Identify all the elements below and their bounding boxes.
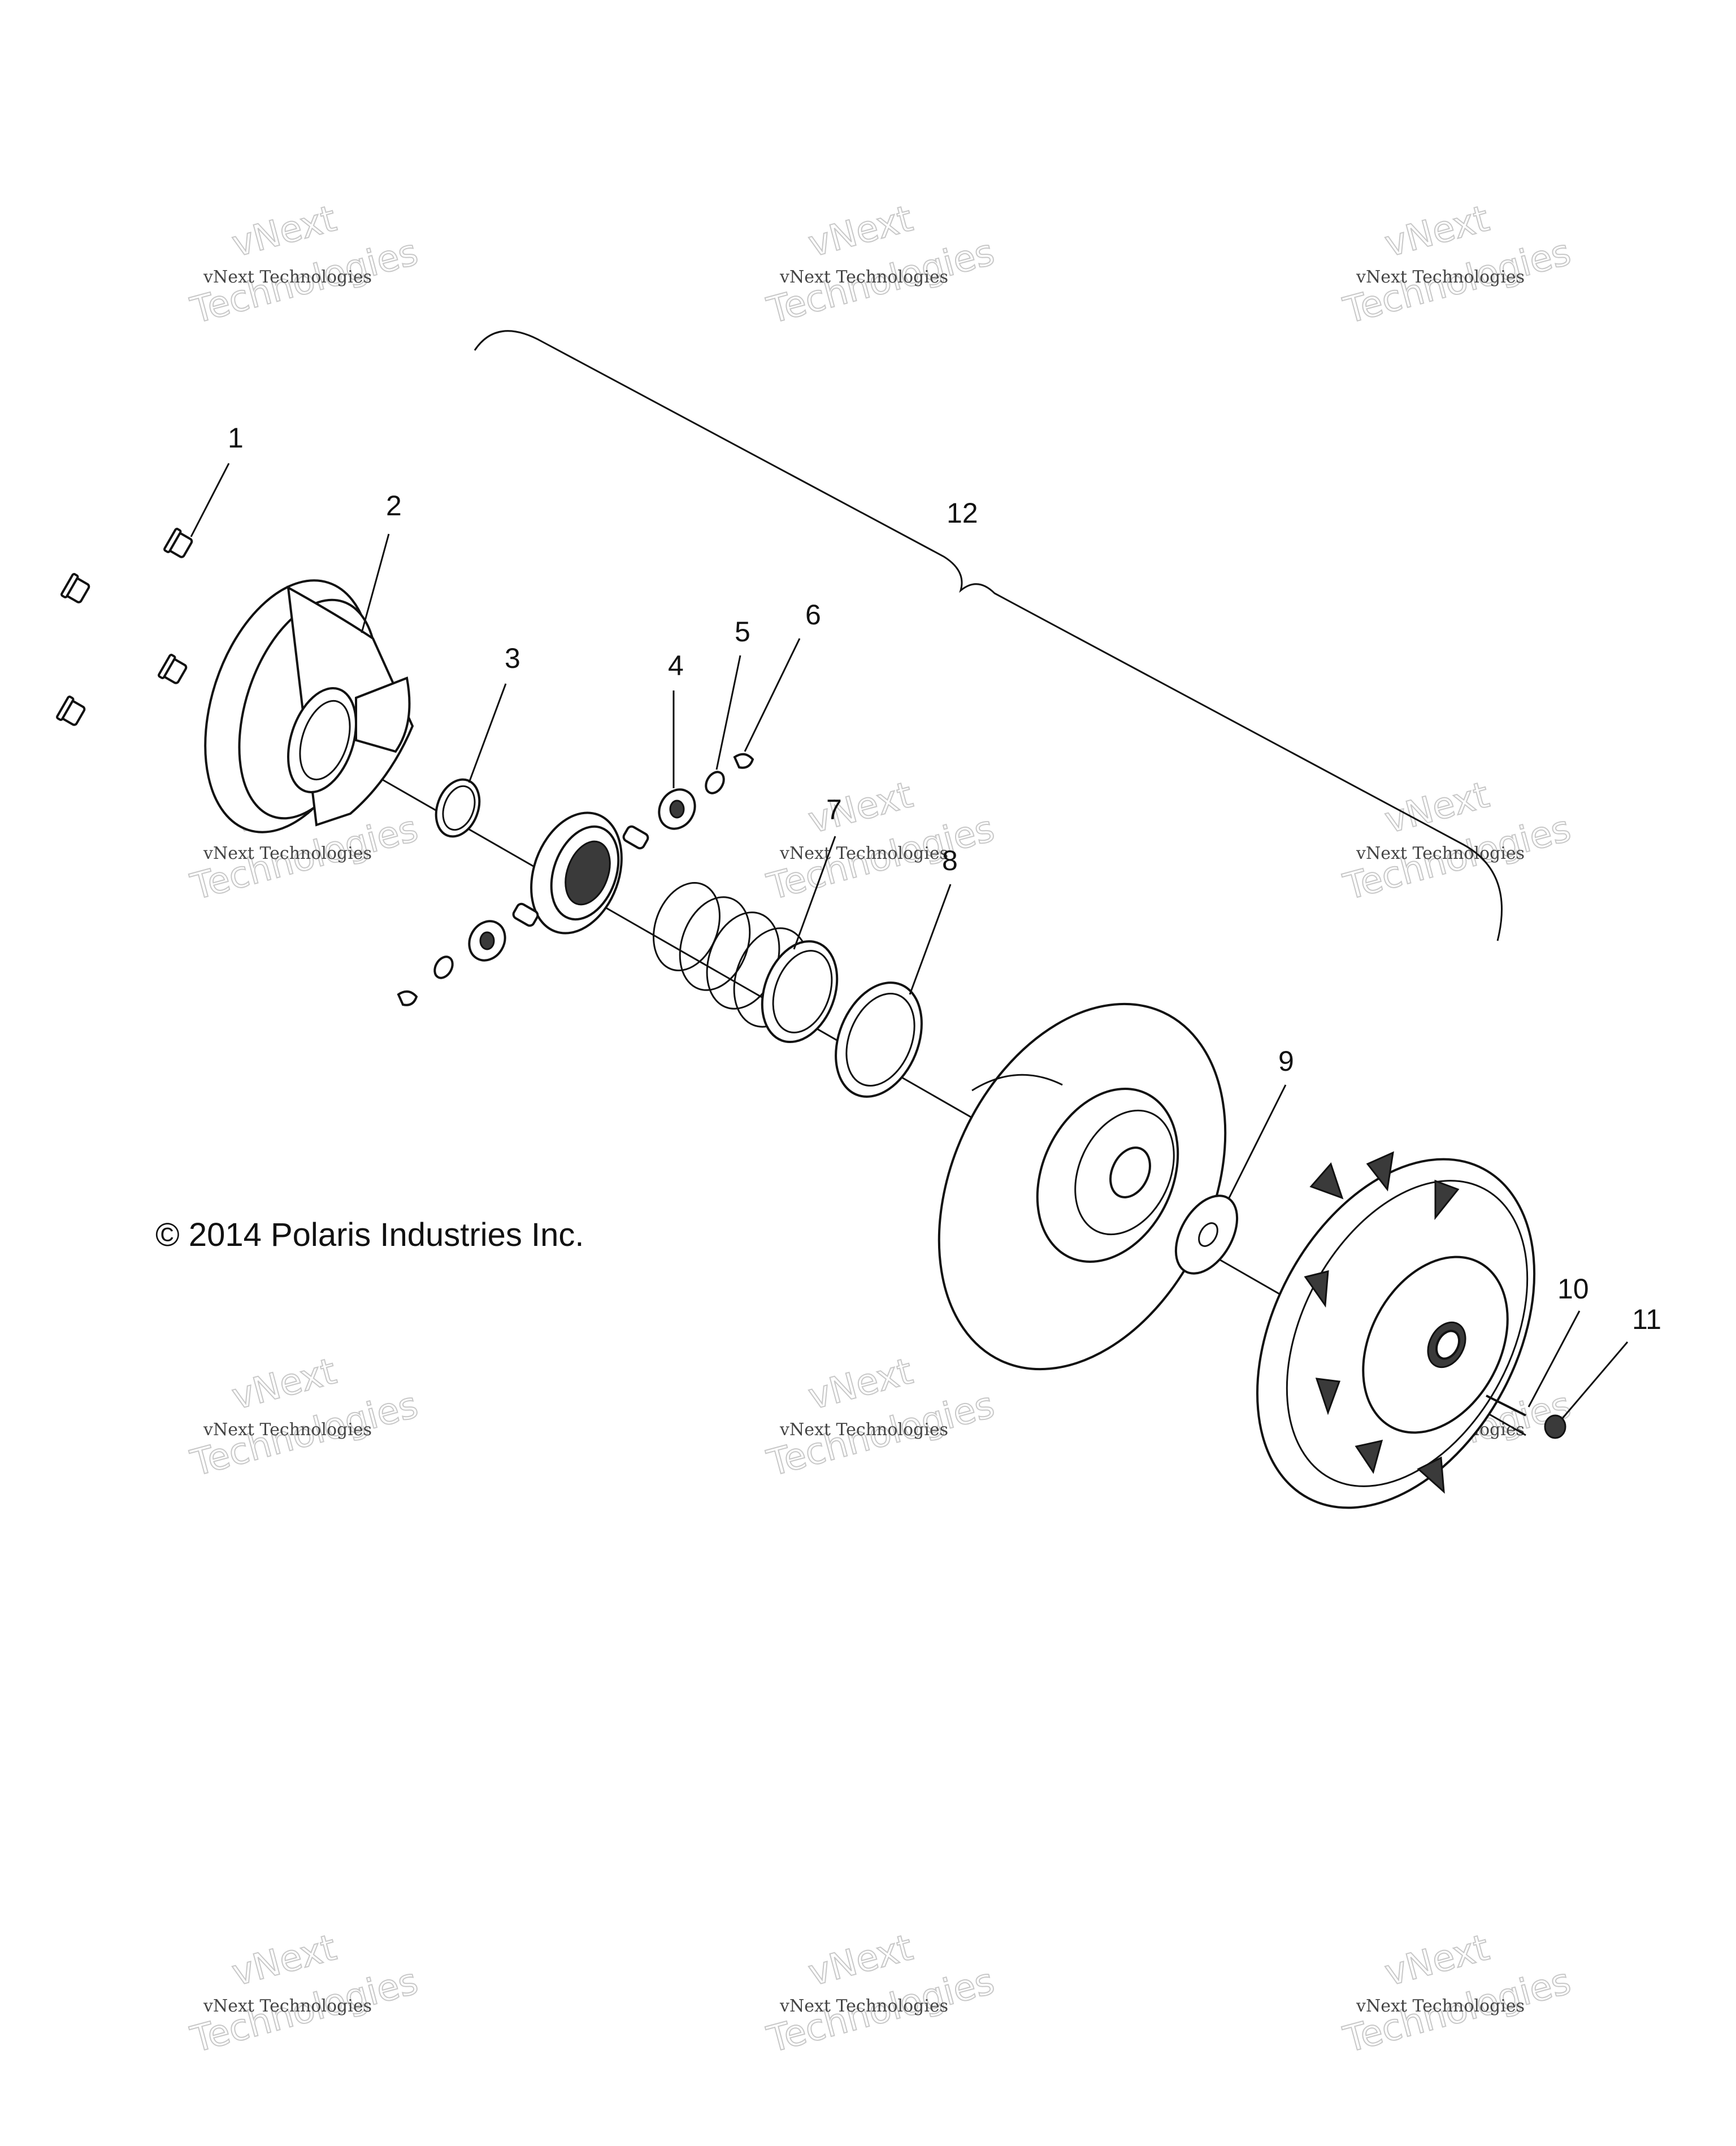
watermark-text: vNext Technologies	[203, 844, 372, 863]
watermark: vNext Technologies vNext Technologies	[1339, 197, 1576, 333]
watermark-text: vNext Technologies	[779, 267, 948, 287]
watermark-text: vNext Technologies	[1356, 1996, 1525, 2016]
watermark: vNext Technologies vNext Technologies	[762, 1350, 999, 1485]
cover-part-2	[204, 579, 414, 833]
screws-part-1	[56, 528, 193, 726]
watermark: vNext Technologies vNext Technologies	[186, 1926, 423, 2062]
watermark: vNext Technologies vNext Technologies	[186, 1350, 423, 1485]
callouts: 1 2 3 4 5 6 7 8 9 10 11 12	[228, 422, 1661, 1335]
hub-assembly	[512, 811, 649, 935]
leader-line	[190, 463, 230, 537]
roller-part-4	[658, 788, 696, 830]
leader-line	[1228, 1084, 1287, 1198]
callout-label: 3	[505, 642, 520, 674]
nut-part-11	[1544, 1414, 1566, 1439]
callout-label: 12	[947, 497, 978, 529]
washer-part-5	[705, 771, 725, 794]
leader-line	[1561, 1341, 1629, 1419]
watermark-text: vNext Technologies	[1356, 844, 1525, 863]
watermark: vNext Technologies vNext Technologies	[186, 197, 423, 333]
watermark: vNext Technologies vNext Technologies	[762, 1926, 999, 2062]
leader-line	[744, 638, 801, 752]
bushing-part-8	[835, 981, 923, 1098]
leader-line	[1527, 1310, 1581, 1408]
callout-label: 6	[805, 599, 821, 631]
watermark: vNext Technologies vNext Technologies	[1339, 1926, 1576, 2062]
fixed-sheave	[1256, 1151, 1536, 1509]
clip-lower	[397, 990, 418, 1006]
spring-part-7	[653, 882, 839, 1044]
leader-line	[361, 533, 390, 633]
callout-label: 1	[228, 422, 244, 454]
snap-ring-part-3	[435, 778, 481, 838]
watermark: vNext Technologies vNext Technologies	[762, 774, 999, 909]
watermark-text: vNext Technologies	[203, 267, 372, 287]
clip-part-6	[733, 753, 754, 769]
watermark: vNext Technologies vNext Technologies	[762, 197, 999, 333]
leader-line	[793, 836, 836, 950]
washer-lower	[433, 955, 454, 979]
watermark-text: vNext Technologies	[779, 1996, 948, 2016]
watermark-text: vNext Technologies	[1356, 267, 1525, 287]
callout-label: 11	[1632, 1304, 1661, 1335]
copyright-notice: © 2014 Polaris Industries Inc.	[155, 1217, 584, 1253]
watermark-text: vNext Technologies	[779, 1420, 948, 1440]
callout-label: 9	[1278, 1045, 1294, 1077]
roller-lower	[468, 920, 506, 962]
watermark-text: vNext Technologies	[779, 844, 948, 863]
callout-label: 4	[668, 650, 684, 681]
assembly-bracket	[474, 330, 1503, 941]
callout-label: 5	[735, 616, 750, 648]
watermarks: vNext Technologies vNext Technologies vN…	[186, 197, 1576, 2062]
sheave	[938, 1002, 1227, 1371]
watermark-text: vNext Technologies	[203, 1420, 372, 1440]
callout-label: 2	[386, 490, 402, 522]
leader-line	[715, 655, 741, 770]
leader-line	[909, 884, 952, 995]
callout-label: 7	[826, 794, 842, 826]
callout-label: 10	[1557, 1273, 1589, 1305]
bolt-part-10	[1486, 1395, 1526, 1417]
washer-part-9	[1174, 1194, 1239, 1275]
watermark-text: vNext Technologies	[203, 1996, 372, 2016]
callout-label: 8	[942, 845, 958, 876]
leader-line	[468, 683, 507, 783]
